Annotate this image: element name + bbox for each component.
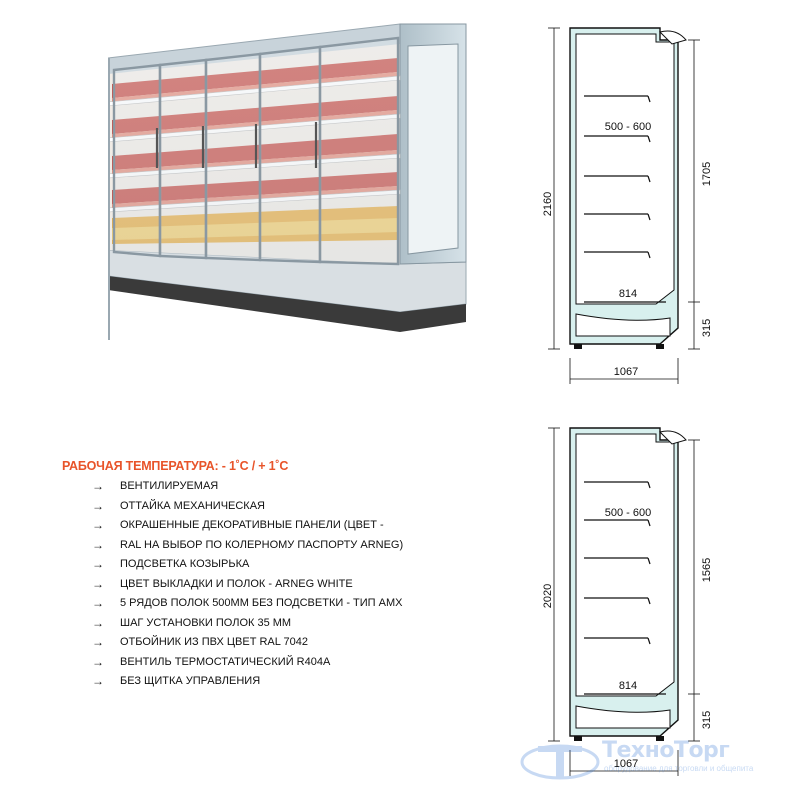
- spec-item-text: ЦВЕТ ВЫКЛАДКИ И ПОЛОК - ARNEG WHITE: [120, 577, 353, 590]
- spec-item: → ОКРАШЕННЫЕ ДЕКОРАТИВНЫЕ ПАНЕЛИ (ЦВЕТ -: [62, 516, 492, 536]
- shelves: [584, 95, 666, 303]
- watermark-title: ТехноТорг: [602, 738, 730, 763]
- spec-item: → ОТТАЙКА МЕХАНИЧЕСКАЯ: [62, 497, 492, 517]
- shelves: [584, 481, 666, 695]
- dim-total-height: 2020: [542, 584, 554, 608]
- spec-item-text: 5 РЯДОВ ПОЛОК 500ММ БЕЗ ПОДСВЕТКИ - ТИП …: [120, 597, 403, 609]
- watermark-subtitle: оборудование для торговли и общепита: [604, 764, 754, 773]
- arrow-right-icon: →: [92, 596, 104, 610]
- dim-total-height: 2160: [542, 192, 554, 216]
- product-photo: [107, 18, 470, 340]
- spec-item: → ВЕНТИЛИРУЕМАЯ: [62, 477, 492, 497]
- dim-shelf-depth: 814: [619, 288, 637, 300]
- dim-inner-height: 1705: [701, 162, 713, 186]
- dim-base-height: 315: [701, 319, 713, 337]
- dim-shelf-depth: 814: [619, 680, 637, 692]
- spec-block: РАБОЧАЯ ТЕМПЕРАТУРА: - 1˚С / + 1˚С → ВЕНТ…: [62, 459, 492, 692]
- arrow-right-icon: →: [92, 615, 104, 630]
- spec-item: → ОТБОЙНИК ИЗ ПВХ ЦВЕТ RAL 7042: [62, 633, 492, 653]
- spec-item-text: ОКРАШЕННЫЕ ДЕКОРАТИВНЫЕ ПАНЕЛИ (ЦВЕТ -: [120, 519, 384, 531]
- spec-item-text: RAL НА ВЫБОР ПО КОЛЕРНОМУ ПАСПОРТУ ARNEG…: [120, 538, 404, 551]
- dim-base-height: 315: [701, 711, 713, 729]
- arrow-right-icon: →: [92, 635, 104, 649]
- glass-doors: [112, 36, 400, 266]
- spec-item: → RAL НА ВЫБОР ПО КОЛЕРНОМУ ПАСПОРТУ ARNE…: [62, 536, 492, 556]
- logo-icon: [520, 744, 600, 780]
- watermark-logo: ТехноТорг оборудование для торговли и об…: [520, 736, 770, 782]
- spec-item-text: БЕЗ ЩИТКА УПРАВЛЕНИЯ: [120, 675, 261, 687]
- arrow-right-icon: →: [92, 674, 104, 688]
- dim-shelf-pitch: 500 - 600: [605, 507, 651, 519]
- side-profile-drawing-bottom: 2020 1565 315 500 - 600 814 1067: [540, 420, 730, 780]
- side-profile-drawing-top: 2160 1705 315 500 - 600 814 1067: [540, 18, 730, 388]
- spec-item-text: ШАГ УСТАНОВКИ ПОЛОК 35 ММ: [120, 616, 292, 629]
- dim-inner-height: 1565: [701, 558, 713, 582]
- spec-item-text: ОТБОЙНИК ИЗ ПВХ ЦВЕТ RAL 7042: [120, 636, 309, 648]
- arrow-right-icon: →: [92, 557, 104, 571]
- arrow-right-icon: →: [92, 479, 104, 493]
- spec-item-text: ПОДСВЕТКА КОЗЫРЬКА: [120, 558, 250, 570]
- spec-item: → ПОДСВЕТКА КОЗЫРЬКА: [62, 555, 492, 575]
- arrow-right-icon: →: [92, 498, 104, 513]
- spec-item: → ВЕНТИЛЬ ТЕРМОСТАТИЧЕСКИЙ R404A: [62, 653, 492, 673]
- spec-item-text: ОТТАЙКА МЕХАНИЧЕСКАЯ: [120, 499, 265, 512]
- spec-list: → ВЕНТИЛИРУЕМАЯ → ОТТАЙКА МЕХАНИЧЕСКАЯ → ОКРА…: [62, 477, 492, 692]
- spec-item: → ЦВЕТ ВЫКЛАДКИ И ПОЛОК - ARNEG WHITE: [62, 575, 492, 595]
- spec-item: → 5 РЯДОВ ПОЛОК 500ММ БЕЗ ПОДСВЕТКИ - ТИП…: [62, 594, 492, 614]
- spec-item: → ШАГ УСТАНОВКИ ПОЛОК 35 ММ: [62, 614, 492, 634]
- arrow-right-icon: →: [92, 654, 104, 669]
- arrow-right-icon: →: [92, 576, 104, 591]
- dim-width: 1067: [614, 366, 638, 378]
- spec-item: → БЕЗ ЩИТКА УПРАВЛЕНИЯ: [62, 672, 492, 692]
- dim-shelf-pitch: 500 - 600: [605, 121, 651, 133]
- arrow-right-icon: →: [92, 537, 104, 552]
- spec-item-text: ВЕНТИЛИРУЕМАЯ: [120, 480, 219, 492]
- spec-item-text: ВЕНТИЛЬ ТЕРМОСТАТИЧЕСКИЙ R404A: [120, 655, 331, 668]
- arrow-right-icon: →: [92, 518, 104, 532]
- spec-heading: РАБОЧАЯ ТЕМПЕРАТУРА: - 1˚С / + 1˚С: [62, 459, 289, 473]
- dim-width: 1067: [614, 758, 638, 770]
